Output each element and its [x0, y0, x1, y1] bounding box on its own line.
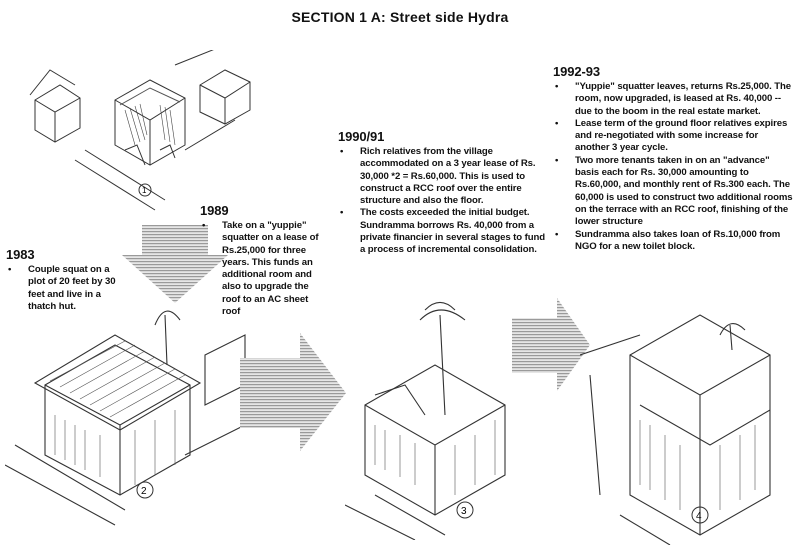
stage-1989: 1989 Take on a "yuppie" squatter on a le… [200, 203, 325, 318]
sketch-stage-3: 3 [345, 301, 506, 540]
sketch-stage-2: 2 [5, 310, 246, 526]
sketch-stage-4: 4 [580, 314, 771, 545]
stage-bullet: The costs exceeded the initial budget. S… [340, 207, 548, 256]
stage-1983: 1983 Couple squat on a plot of 20 feet b… [6, 247, 126, 313]
down-arrow [122, 225, 228, 303]
sketch-number-3: 3 [461, 506, 467, 517]
page-title: SECTION 1 A: Street side Hydra [291, 9, 509, 25]
stage-1990-91: 1990/91 Rich relatives from the village … [338, 129, 548, 257]
right-arrow-2 [512, 298, 590, 391]
sketch-number-2: 2 [141, 486, 147, 497]
stage-bullet: Rich relatives from the village accommod… [340, 146, 548, 207]
stage-bullet: Couple squat on a plot of 20 feet by 30 … [8, 264, 126, 313]
stage-year: 1992-93 [553, 64, 601, 79]
stage-year: 1989 [200, 203, 229, 218]
stage-year: 1983 [6, 247, 35, 262]
stage-bullet: "Yuppie" squatter leaves, returns Rs.25,… [555, 81, 793, 118]
sketch-number-4: 4 [696, 511, 702, 522]
stage-year: 1990/91 [338, 129, 385, 144]
sketch-number-1: 1 [142, 186, 147, 195]
sketch-stage-1: 1 [29, 50, 251, 211]
stage-1992-93: 1992-93 "Yuppie" squatter leaves, return… [553, 64, 793, 253]
stage-bullet: Two more tenants taken in on an "advance… [555, 155, 793, 229]
right-arrow-1 [240, 333, 346, 451]
stage-bullet: Sundramma also takes loan of Rs.10,000 f… [555, 229, 793, 254]
stage-bullet: Take on a "yuppie" squatter on a lease o… [202, 220, 325, 318]
stage-bullet: Lease term of the ground floor relatives… [555, 118, 793, 155]
